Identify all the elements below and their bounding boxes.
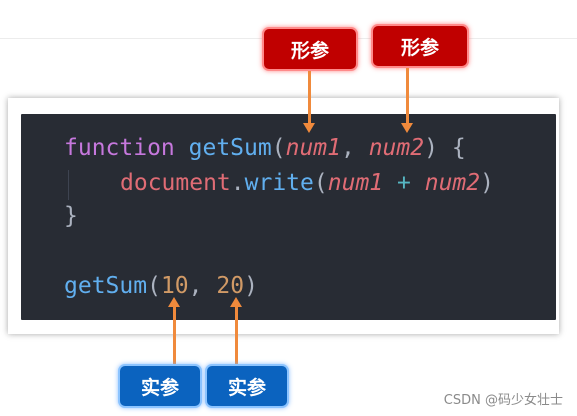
- formal-param-arrow-2: [401, 68, 413, 133]
- formal-param-tag-2-label: 形参: [400, 36, 439, 59]
- function-name: getSum: [188, 135, 272, 161]
- actual-arg-10: 10: [160, 273, 189, 299]
- formal-param-num1: num1: [285, 135, 341, 161]
- dot: .: [230, 170, 245, 196]
- code-line-function-declaration: function getSum(num1, num2) {: [64, 134, 466, 162]
- comma: ,: [340, 135, 355, 161]
- indent-guide: [68, 170, 69, 200]
- formal-param-tag-1-label: 形参: [290, 39, 329, 62]
- arg-num1: num1: [327, 170, 384, 196]
- actual-param-tag-2: 实参: [205, 364, 289, 408]
- actual-param-arrow-2: [230, 297, 242, 364]
- keyword-function: function: [64, 135, 175, 161]
- code-editor: [21, 114, 556, 320]
- csdn-watermark: CSDN @码少女壮士: [443, 393, 563, 408]
- call-function-name: getSum: [64, 273, 148, 299]
- actual-param-arrow-1: [168, 297, 180, 364]
- code-line-document-write: document.write(num1 + num2): [120, 169, 494, 197]
- method-write: write: [244, 170, 314, 196]
- arg-num2: num2: [424, 170, 481, 196]
- brace-close: }: [64, 203, 78, 229]
- actual-arg-20: 20: [216, 273, 245, 299]
- brace-open: {: [451, 135, 466, 161]
- formal-param-num2: num2: [368, 135, 425, 161]
- code-line-closing-brace: }: [64, 202, 78, 230]
- object-document: document: [120, 170, 231, 196]
- actual-param-tag-1: 实参: [118, 364, 202, 408]
- code-line-function-call: getSum(10, 20): [64, 272, 258, 300]
- formal-param-arrow-1: [303, 71, 315, 133]
- paren-open: (: [271, 135, 286, 161]
- actual-param-tag-1-label: 实参: [140, 376, 179, 399]
- paren-open: (: [313, 170, 328, 196]
- formal-param-tag-2: 形参: [371, 24, 469, 68]
- paren-close: ): [244, 273, 258, 299]
- plus-operator: +: [397, 170, 411, 196]
- actual-param-tag-2-label: 实参: [227, 376, 266, 399]
- comma: ,: [188, 273, 203, 299]
- paren-close: ): [480, 170, 494, 196]
- paren-close: ): [424, 135, 438, 161]
- paren-open: (: [147, 273, 161, 299]
- formal-param-tag-1: 形参: [262, 27, 358, 71]
